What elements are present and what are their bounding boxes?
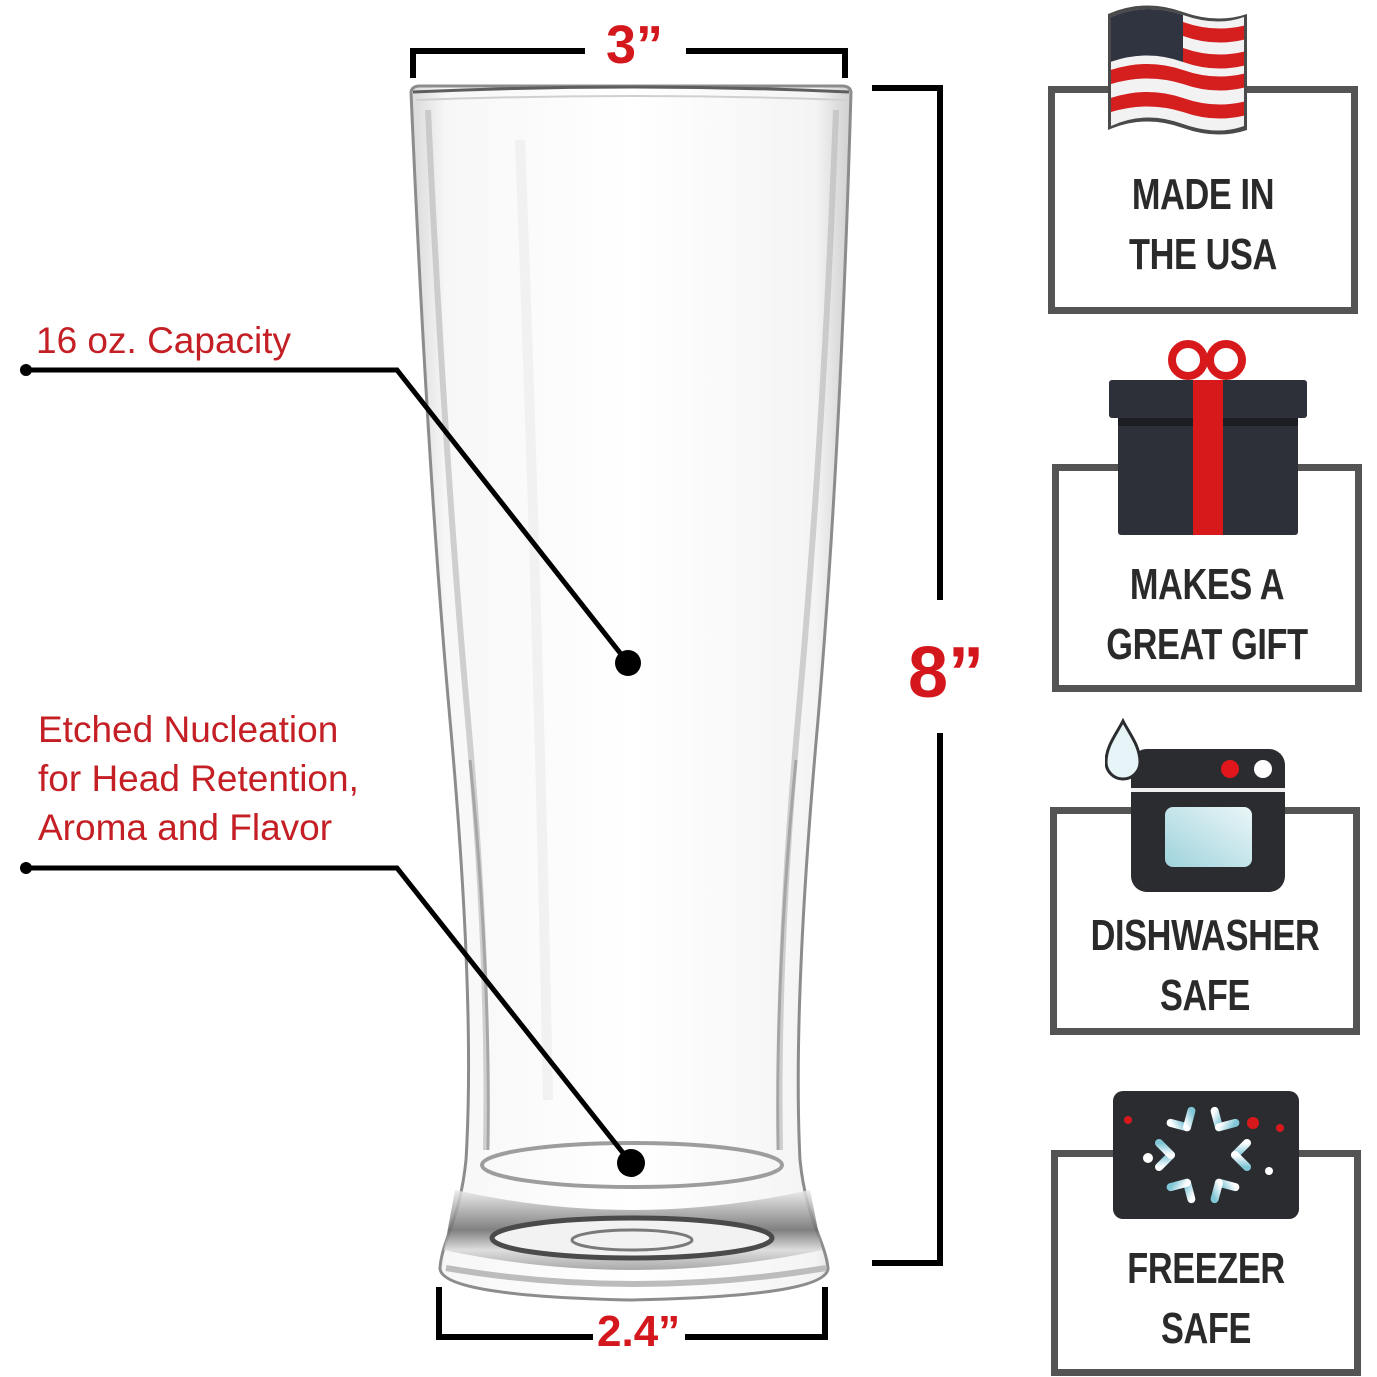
badge-line: THE USA [1129,230,1277,279]
badge-dishwasher-safe-text: DISHWASHER SAFE [1090,906,1321,1026]
height-label: 8” [908,633,985,713]
badge-made-in-usa-text: MADE IN THE USA [1088,165,1319,285]
nucleation-callout-line: Etched Nucleation [38,709,339,750]
gift-box-icon [1109,340,1307,535]
us-flag-icon [1108,5,1247,135]
badge-great-gift: MAKES A GREAT GIFT [1052,464,1362,692]
base-width-label: 2.4” [597,1307,681,1356]
badge-line: GREAT GIFT [1106,620,1308,669]
capacity-callout: 16 oz. Capacity [36,316,291,365]
nucleation-callout-line: Aroma and Flavor [38,807,333,848]
dishwasher-icon [1105,718,1285,892]
badge-line: FREEZER [1127,1244,1285,1293]
snowflake-icon [1113,1091,1299,1219]
nucleation-callout: Etched Nucleation for Head Retention, Ar… [38,705,359,852]
badge-line: DISHWASHER [1090,911,1320,960]
badge-line: MADE IN [1131,170,1275,219]
badge-great-gift-text: MAKES A GREAT GIFT [1092,555,1323,675]
badge-line: SAFE [1161,1304,1251,1353]
badge-made-in-usa: MADE IN THE USA [1048,86,1358,314]
badge-line: SAFE [1160,971,1250,1020]
top-width-label: 3” [606,15,664,75]
badge-line: MAKES A [1129,560,1285,609]
badge-freezer-safe-text: FREEZER SAFE [1091,1239,1322,1359]
nucleation-callout-line: for Head Retention, [38,758,359,799]
capacity-callout-line: 16 oz. Capacity [36,320,292,361]
